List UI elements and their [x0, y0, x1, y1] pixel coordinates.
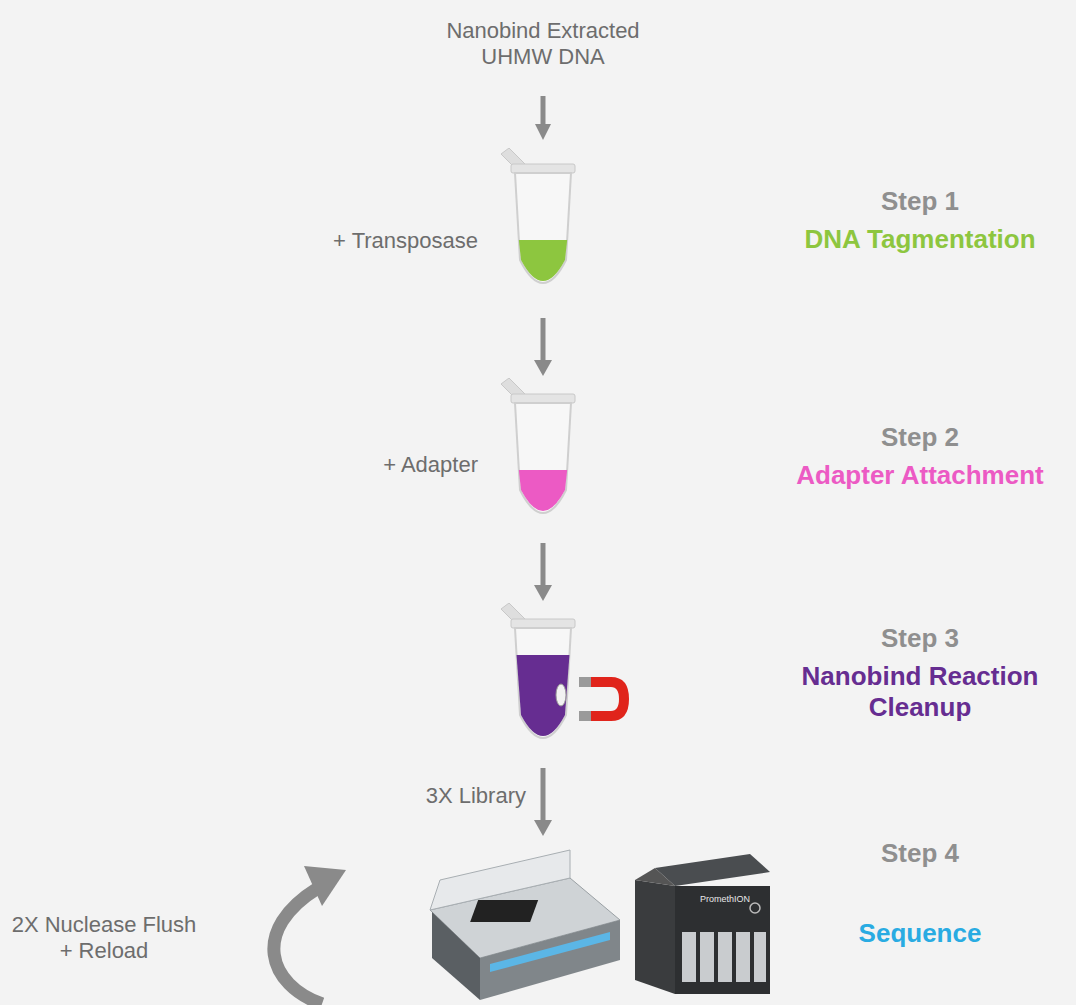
flow-arrow: [534, 318, 552, 376]
step-node: + Transposase Step 1 DNA Tagmentation: [300, 148, 1070, 308]
flow-arrow: [534, 768, 552, 836]
step-node: Step 3 Nanobind Reaction Cleanup: [300, 603, 1070, 758]
step-title: Sequence: [770, 918, 1070, 949]
step-number: Step 3: [770, 623, 1070, 654]
step-title: Nanobind Reaction Cleanup: [770, 661, 1070, 723]
input-arrow: [541, 96, 546, 132]
side-note: 2X Nuclease Flush + Reload: [4, 912, 204, 965]
tube-illustration: [493, 148, 633, 302]
tube-illustration: [493, 378, 633, 532]
step-number: Step 1: [770, 186, 1070, 217]
sequencer-devices: [420, 840, 780, 1005]
step-number: Step 4: [770, 838, 1070, 869]
reagent-label: + Transposase: [300, 228, 478, 254]
flow-arrow: [534, 543, 552, 601]
reagent-label: + Adapter: [300, 452, 478, 478]
step-node: Step 4 Sequence: [300, 838, 1070, 1003]
reload-loop-arrow: [274, 888, 322, 1004]
edge-label: 3X Library: [423, 783, 529, 809]
step-title: Adapter Attachment: [770, 460, 1070, 491]
tube-illustration: [493, 603, 633, 757]
device-name: PromethION: [700, 894, 750, 905]
diagram-title: Nanobind Extracted UHMW DNA: [428, 18, 658, 71]
step-node: + Adapter Step 2 Adapter Attachment: [300, 378, 1070, 533]
step-number: Step 2: [770, 422, 1070, 453]
reload-arrow-head: [304, 866, 346, 906]
step-title: DNA Tagmentation: [770, 224, 1070, 255]
